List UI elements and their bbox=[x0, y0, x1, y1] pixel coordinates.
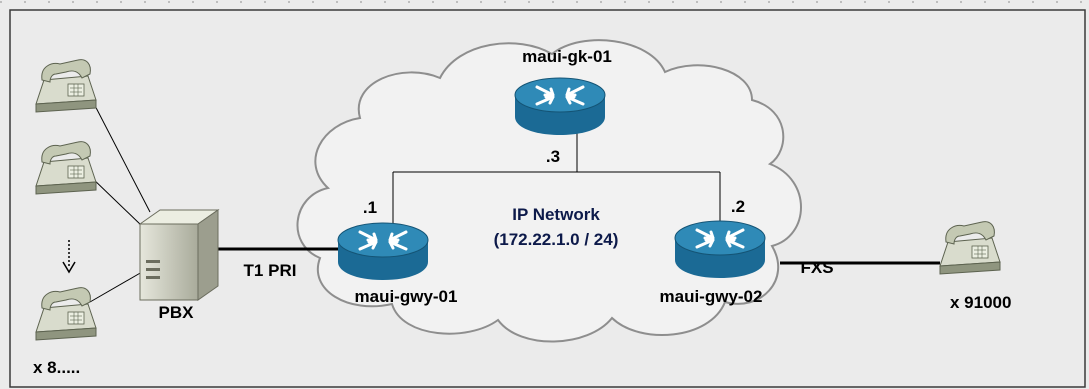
network-subnet-label: (172.22.1.0 / 24) bbox=[494, 230, 619, 249]
more-phones-arrow-icon bbox=[62, 240, 76, 274]
extension-range-label: x 8..... bbox=[33, 358, 80, 377]
link-pbx-phone-1 bbox=[89, 95, 151, 213]
pbx-label: PBX bbox=[159, 303, 195, 322]
router-icon bbox=[336, 221, 430, 282]
t1-pri-label: T1 PRI bbox=[244, 261, 297, 280]
pbx-icon bbox=[138, 209, 220, 301]
telephone-icon bbox=[35, 287, 97, 341]
gateway2-label: maui-gwy-02 bbox=[660, 287, 763, 306]
gateway1-label: maui-gwy-01 bbox=[355, 287, 458, 306]
telephone-icon bbox=[939, 221, 1001, 275]
link-pbx-phone-3 bbox=[89, 271, 143, 303]
canvas-border bbox=[9, 9, 1086, 388]
gatekeeper-ip-label: .3 bbox=[546, 147, 560, 166]
telephone-icon bbox=[35, 141, 97, 195]
router-icon bbox=[513, 76, 607, 137]
network-name-label: IP Network bbox=[512, 205, 600, 224]
extension-91000-label: x 91000 bbox=[950, 293, 1011, 312]
fxs-label: FXS bbox=[800, 258, 833, 277]
gateway1-ip-label: .1 bbox=[363, 198, 377, 217]
gatekeeper-label: maui-gk-01 bbox=[522, 47, 612, 66]
router-icon bbox=[673, 219, 767, 280]
telephone-icon bbox=[35, 59, 97, 113]
link-pbx-phone-2 bbox=[89, 175, 143, 227]
gateway2-ip-label: .2 bbox=[731, 197, 745, 216]
